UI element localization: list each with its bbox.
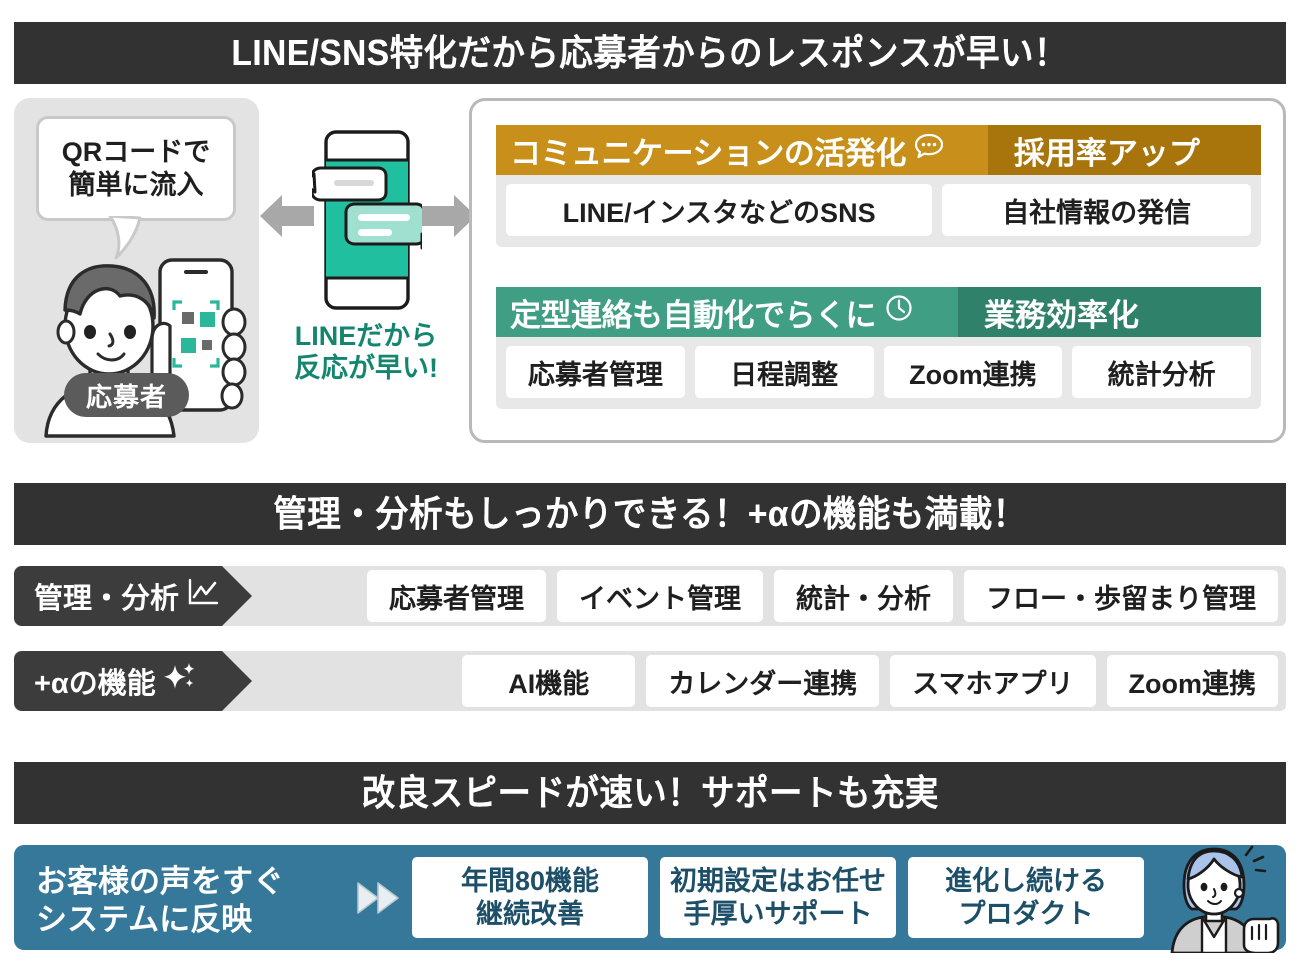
double-chevron-right-icon — [357, 882, 399, 914]
row-items-management: 応募者管理 イベント管理 統計・分析 フロー・歩留まり管理 — [367, 570, 1278, 622]
feature-pill[interactable]: 自社情報の発信 — [942, 184, 1251, 236]
section-header-support: 改良スピードが速い！サポートも充実 — [14, 762, 1286, 824]
feature-banner-right-automation: 業務効率化 — [958, 287, 1261, 337]
feature-row-plus-alpha: +αの機能 AI機能 カレンダー連携 スマホアプリ Zoom連携 — [14, 651, 1286, 711]
support-card-line2: プロダクト — [958, 898, 1094, 929]
row-pill[interactable]: フロー・歩留まり管理 — [964, 570, 1278, 622]
feature-pills-communication: LINE/インスタなどのSNS 自社情報の発信 — [496, 175, 1261, 247]
section-header-management-text: 管理・分析もしっかりできる！+αの機能も満載！ — [273, 493, 1027, 534]
qr-code-icon — [172, 300, 220, 368]
feature-banner-right-text-communication: 採用率アップ — [1013, 135, 1200, 171]
support-card-line1: 初期設定はお任せ — [670, 865, 886, 896]
feature-banner-automation: 定型連絡も自動化でらくに 業務効率化 — [496, 287, 1261, 337]
line-flow-column: LINEだから 反応が早い! — [260, 98, 476, 443]
applicant-card: QRコードで 簡単に流入 — [14, 98, 259, 443]
row-tag-shape — [14, 566, 252, 626]
section-header-line-sns-text: LINE/SNS特化だから応募者からのレスポンスが早い！ — [231, 32, 1069, 73]
qr-speech-bubble: QRコードで 簡単に流入 — [36, 116, 236, 221]
section-header-management: 管理・分析もしっかりできる！+αの機能も満載！ — [14, 483, 1286, 545]
support-lead-line2: システムに反映 — [36, 902, 253, 938]
row-tag-plus-alpha: +αの機能 — [14, 651, 252, 711]
feature-banner-left-automation: 定型連絡も自動化でらくに — [496, 287, 958, 337]
row-pill[interactable]: AI機能 — [462, 655, 636, 707]
section-header-line-sns: LINE/SNS特化だから応募者からのレスポンスが早い！ — [14, 22, 1286, 84]
support-card-line2: 手厚いサポート — [683, 898, 873, 929]
qr-bubble-line1: QRコードで — [61, 136, 211, 167]
row-tag-label-management: 管理・分析 — [34, 583, 180, 615]
feature-banner-right-communication: 採用率アップ — [987, 125, 1261, 175]
row-pill[interactable]: Zoom連携 — [1106, 655, 1278, 707]
feature-pills-automation: 応募者管理 日程調整 Zoom連携 統計分析 — [496, 337, 1261, 409]
support-staff-woman-illustration — [1170, 845, 1280, 953]
support-card-line1: 進化し続ける — [945, 865, 1107, 896]
row-tag-management: 管理・分析 — [14, 566, 252, 626]
line-flow-caption: LINEだから 反応が早い! — [266, 320, 466, 385]
feature-pill[interactable]: 応募者管理 — [506, 346, 685, 398]
row-tag-shape — [14, 651, 252, 711]
feature-row-management: 管理・分析 応募者管理 イベント管理 統計・分析 フロー・歩留まり管理 — [14, 566, 1286, 626]
speech-bubble-tail-icon — [108, 216, 142, 260]
support-bar: お客様の声をすぐ システムに反映 年間80機能 継続改善 初期設定はお任せ 手厚… — [14, 845, 1286, 953]
feature-banner-left-communication: コミュニケーションの活発化 — [496, 125, 988, 175]
support-card-line1: 年間80機能 — [460, 865, 600, 896]
section-header-support-text: 改良スピードが速い！サポートも充実 — [361, 772, 939, 813]
feature-pill[interactable]: 日程調整 — [694, 346, 874, 398]
row-tag-label-plus-alpha: +αの機能 — [34, 668, 156, 700]
arrow-right-icon — [422, 195, 476, 237]
support-card[interactable]: 進化し続ける プロダクト — [908, 857, 1144, 938]
feature-pill[interactable]: Zoom連携 — [883, 346, 1063, 398]
applicant-chip-label: 応募者 — [64, 373, 189, 417]
feature-pill[interactable]: 統計分析 — [1072, 346, 1251, 398]
support-card[interactable]: 年間80機能 継続改善 — [412, 857, 648, 938]
row-pill[interactable]: 応募者管理 — [367, 570, 546, 622]
sparkle-icon — [163, 662, 196, 700]
support-card-line2: 継続改善 — [476, 898, 584, 929]
banner-arrow-automation — [930, 287, 958, 337]
row-pill[interactable]: スマホアプリ — [890, 655, 1096, 707]
features-panel: コミュニケーションの活発化 — [469, 98, 1286, 443]
qr-bubble-line2: 簡単に流入 — [68, 169, 204, 200]
feature-group-communication: コミュニケーションの活発化 — [496, 125, 1261, 247]
feature-banner-right-text-automation: 業務効率化 — [984, 297, 1139, 333]
row-pill[interactable]: 統計・分析 — [774, 570, 953, 622]
line-flow-caption-line2: 反応が早い! — [294, 353, 438, 384]
banner-arrow-communication — [959, 125, 988, 175]
clock-icon — [884, 293, 914, 331]
line-chart-icon — [187, 578, 219, 614]
line-flow-caption-line1: LINEだから — [294, 321, 438, 351]
feature-banner-communication: コミュニケーションの活発化 — [496, 125, 1261, 175]
feature-banner-left-text-automation: 定型連絡も自動化でらくに — [510, 297, 877, 333]
support-lead-text: お客様の声をすぐ システムに反映 — [36, 863, 284, 940]
support-lead-line1: お客様の声をすぐ — [36, 864, 284, 899]
feature-group-automation: 定型連絡も自動化でらくに 業務効率化 — [496, 287, 1261, 409]
support-card[interactable]: 初期設定はお任せ 手厚いサポート — [660, 857, 896, 938]
support-cards: 年間80機能 継続改善 初期設定はお任せ 手厚いサポート 進化し続ける プロダク… — [412, 857, 1144, 938]
chat-bubble-icon — [914, 131, 944, 169]
row-items-plus-alpha: AI機能 カレンダー連携 スマホアプリ Zoom連携 — [462, 655, 1278, 707]
feature-pill[interactable]: LINE/インスタなどのSNS — [506, 184, 933, 236]
row-pill[interactable]: カレンダー連携 — [646, 655, 880, 707]
row-pill[interactable]: イベント管理 — [557, 570, 763, 622]
arrow-left-icon — [260, 195, 314, 237]
feature-banner-left-text-communication: コミュニケーションの活発化 — [510, 135, 906, 171]
chat-phone-illustration — [312, 130, 422, 310]
section-response-speed: QRコードで 簡単に流入 — [14, 98, 1286, 443]
